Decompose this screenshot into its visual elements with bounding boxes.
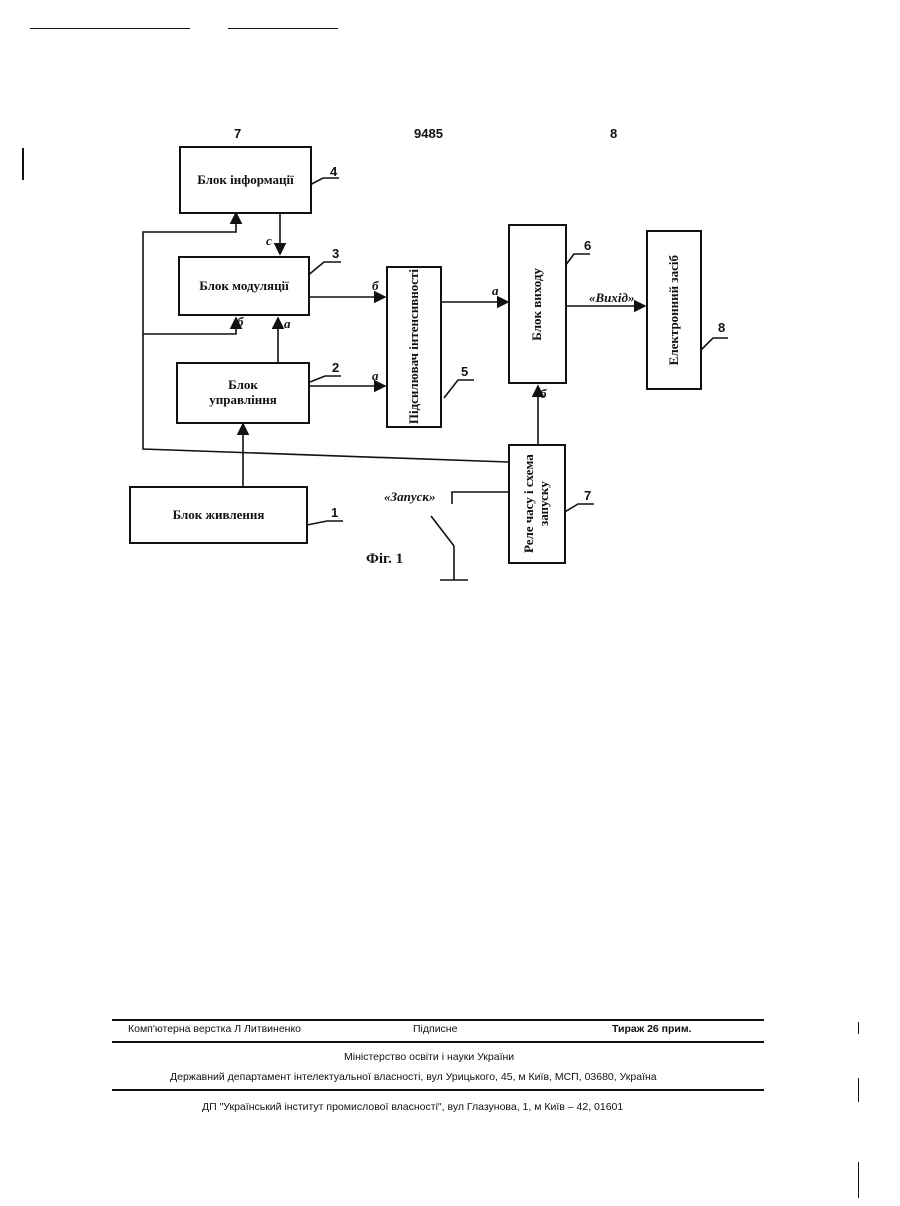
block-timer-label: Реле часу і схема запуску — [522, 446, 552, 562]
signal-b-to-output: б — [540, 386, 547, 402]
footer-subscription: Підписне — [413, 1023, 457, 1035]
block-timer: Реле часу і схема запуску — [508, 444, 566, 564]
footer-rule-top — [112, 1019, 764, 1021]
block-output-label: Блок виходу — [530, 268, 545, 341]
signal-a-to-output: a — [492, 283, 499, 299]
block-power: Блок живлення — [129, 486, 308, 544]
block-information-label: Блок інформації — [197, 173, 294, 188]
block-number-7: 7 — [584, 488, 591, 503]
signal-c: c — [266, 233, 272, 249]
signal-b-to-amplifier: б — [372, 278, 379, 294]
block-number-6: 6 — [584, 238, 591, 253]
block-electronic-device: Електронний засіб — [646, 230, 702, 390]
block-electronic-device-label: Електронний засіб — [667, 255, 682, 365]
block-modulation: Блок модуляції — [178, 256, 310, 316]
signal-start: «Запуск» — [384, 489, 435, 505]
scan-margin-mark — [858, 1078, 859, 1102]
block-number-5: 5 — [461, 364, 468, 379]
figure-caption: Фіг. 1 — [366, 551, 403, 568]
block-number-3: 3 — [332, 246, 339, 261]
block-control-label: Блок управління — [198, 378, 288, 408]
block-amplifier-label: Підсилювач інтенсивності — [407, 269, 422, 424]
signal-a-to-amplifier: a — [372, 368, 379, 384]
block-information: Блок інформації — [179, 146, 312, 214]
signal-a-modulation: a — [284, 316, 291, 332]
block-number-4: 4 — [330, 164, 337, 179]
block-number-1: 1 — [331, 505, 338, 520]
scan-margin-mark — [858, 1022, 859, 1034]
signal-output: «Вихід» — [589, 290, 634, 306]
footer-ministry: Міністерство освіти і науки України — [344, 1051, 514, 1063]
footer-department: Державний департамент інтелектуальної вл… — [170, 1071, 657, 1083]
scan-margin-mark — [858, 1162, 859, 1198]
footer-rule-bottom — [112, 1089, 764, 1091]
block-power-label: Блок живлення — [173, 508, 265, 523]
block-number-8: 8 — [718, 320, 725, 335]
footer-institute: ДП "Український інститут промислової вла… — [202, 1101, 623, 1113]
block-output: Блок виходу — [508, 224, 567, 384]
footer-layout-credit: Комп'ютерна верстка Л Литвиненко — [128, 1023, 301, 1035]
block-control: Блок управління — [176, 362, 310, 424]
footer-circulation: Тираж 26 прим. — [612, 1023, 692, 1035]
block-modulation-label: Блок модуляції — [199, 279, 289, 294]
footer-rule-middle — [112, 1041, 764, 1043]
block-amplifier: Підсилювач інтенсивності — [386, 266, 442, 428]
block-number-2: 2 — [332, 360, 339, 375]
signal-b-modulation: б — [237, 314, 244, 330]
